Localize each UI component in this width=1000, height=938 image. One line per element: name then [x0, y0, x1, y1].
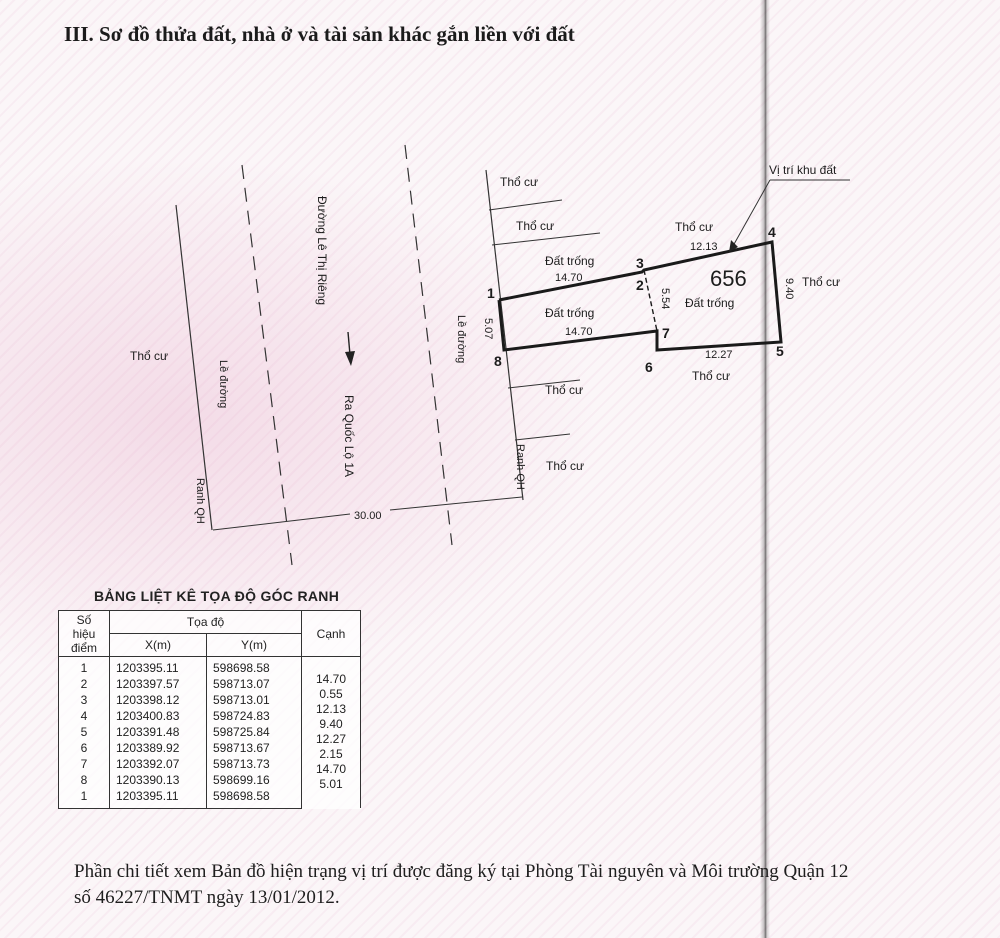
- point-label: 6: [645, 359, 653, 375]
- neighbor-boundary-line: [514, 433, 571, 441]
- edge-length-4-5: 9.40: [783, 278, 795, 299]
- road-width-dimension-left: [212, 513, 351, 531]
- edge-length: 14.70: [315, 762, 347, 776]
- table-row: 2 1203397.57 598713.07: [58, 676, 361, 693]
- location-label: Vị trí khu đất: [769, 163, 837, 177]
- parcel-boundary: [497, 240, 783, 352]
- parcel-number: 656: [710, 266, 747, 291]
- road-edge-line-left: [175, 204, 213, 531]
- direction-arrow-shaft: [347, 331, 351, 356]
- location-pointer-arrow-icon: [729, 240, 738, 252]
- edge-length: 14.70: [315, 672, 347, 686]
- neighbor-label: Thổ cư: [130, 349, 168, 363]
- point-label: 7: [662, 325, 670, 341]
- table-row: 3 1203398.12 598713.01: [58, 692, 361, 709]
- neighbor-label: Thổ cư: [500, 175, 538, 189]
- neighbor-label: Thổ cư: [546, 459, 584, 473]
- point-label: 8: [494, 353, 502, 369]
- table-row: 7 1203392.07 598713.73: [58, 756, 361, 773]
- neighbor-label: Thổ cư: [545, 383, 583, 397]
- vacant-land-upper: Đất trống: [545, 254, 594, 268]
- edge-length: 12.13: [315, 702, 347, 716]
- table-row: 1 1203395.11 598698.58 14.70 0.55 12.13 …: [58, 656, 361, 808]
- planning-line-label: Ranh QH: [194, 478, 206, 524]
- vacant-land-main: Đất trống: [685, 296, 734, 310]
- header-point-no: Số hiệu điểm: [58, 610, 110, 657]
- edge-length-8-7: 14.70: [565, 326, 593, 338]
- edge-length: 12.27: [315, 732, 347, 746]
- table-row: 4 1203400.83 598724.83: [58, 708, 361, 725]
- neighbor-label: Thổ cư: [692, 369, 730, 383]
- edge-length-1-8: 5.07: [482, 318, 494, 339]
- neighbor-boundary-line: [507, 379, 581, 389]
- header-y: Y(m): [206, 633, 302, 657]
- direction-label: Ra Quốc Lộ 1A: [342, 395, 356, 477]
- neighbor-label: Thổ cư: [516, 219, 554, 233]
- inner-boundary-2-7: [643, 269, 658, 332]
- edge-length-6-5: 12.27: [705, 349, 733, 361]
- street-name: Đường Lê Thị Riêng: [315, 196, 329, 305]
- point-label: 2: [636, 277, 644, 293]
- edge-lengths-column: 14.70 0.55 12.13 9.40 12.27 2.15 14.70 5…: [301, 656, 361, 808]
- neighbor-label: Thổ cư: [802, 275, 840, 289]
- edge-length-2-7: 5.54: [659, 288, 671, 309]
- direction-arrow-icon: [345, 351, 355, 366]
- point-label: 5: [776, 343, 784, 359]
- table-row: 8 1203390.13 598699.16: [58, 772, 361, 789]
- edge-length-3-4: 12.13: [690, 241, 718, 253]
- vacant-land-lower: Đất trống: [545, 306, 594, 320]
- header-edge: Cạnh: [301, 610, 361, 657]
- coordinates-table: Số hiệu điểm Tọa độ Cạnh X(m) Y(m) 1 120…: [58, 610, 361, 809]
- road-width-label: 30.00: [354, 510, 382, 522]
- table-row: 6 1203389.92 598713.67: [58, 740, 361, 757]
- point-label: 1: [487, 285, 495, 301]
- edge-length-1-2: 14.70: [555, 272, 583, 284]
- point-label: 4: [768, 224, 776, 240]
- neighbor-boundary-line: [488, 199, 563, 211]
- table-row: 5 1203391.48 598725.84: [58, 724, 361, 741]
- planning-line-label: Ranh QH: [514, 444, 526, 490]
- edge-length: 5.01: [319, 777, 343, 791]
- edge-length: 2.15: [319, 747, 343, 761]
- header-coordinates: Tọa độ: [109, 610, 302, 634]
- neighbor-boundary-line: [491, 232, 601, 246]
- point-label: 3: [636, 255, 644, 271]
- header-x: X(m): [109, 633, 207, 657]
- parcel-map: Vị trí khu đất 656 Đất trống Đất trống Đ…: [130, 144, 850, 566]
- edge-length: 0.55: [319, 687, 343, 701]
- neighbor-label: Thổ cư: [675, 220, 713, 234]
- paper-fold-shadow: [760, 0, 770, 938]
- table-row: 1 1203395.11 598698.58: [58, 788, 361, 809]
- footnote-text: Phần chi tiết xem Bản đồ hiện trạng vị t…: [74, 861, 849, 908]
- road-centerline-left: [241, 164, 293, 566]
- section-heading: III. Sơ đồ thửa đất, nhà ở và tài sản kh…: [64, 22, 575, 46]
- road-edge-label: Lề đường: [217, 360, 229, 408]
- road-edge-label: Lề đường: [455, 315, 467, 363]
- road-width-dimension-right: [389, 496, 523, 511]
- coordinates-table-title: BẢNG LIỆT KÊ TỌA ĐỘ GÓC RANH: [94, 588, 340, 604]
- road-edge-line-right: [485, 169, 524, 501]
- location-pointer-line: [732, 179, 771, 247]
- edge-length: 9.40: [319, 717, 343, 731]
- road-centerline-right: [404, 144, 453, 546]
